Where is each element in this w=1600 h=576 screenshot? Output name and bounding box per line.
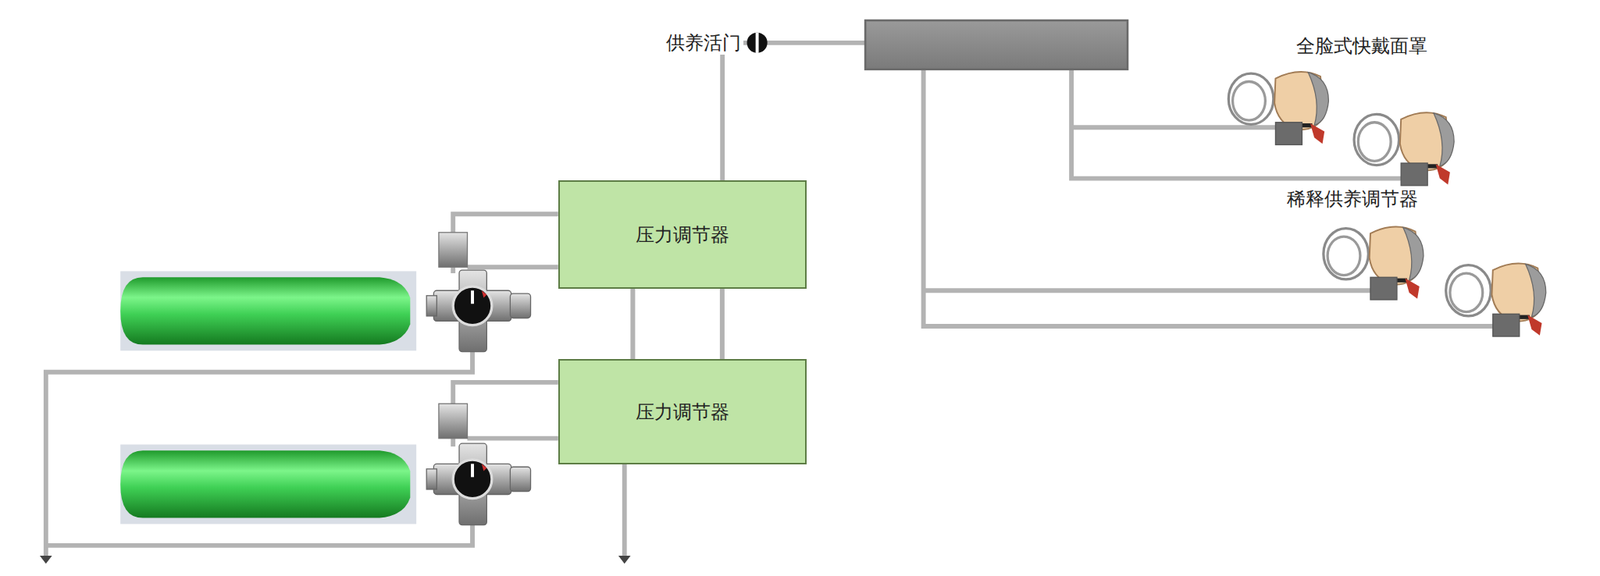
pipe bbox=[622, 463, 628, 556]
regulator-box: 压力调节器 bbox=[558, 359, 807, 465]
pipe bbox=[452, 213, 559, 235]
pipe bbox=[466, 436, 558, 442]
pipe bbox=[466, 264, 558, 270]
pipe bbox=[1071, 69, 1401, 179]
cylinder-ground bbox=[120, 270, 417, 351]
cylinder-body bbox=[120, 450, 410, 518]
port-block bbox=[438, 232, 468, 268]
oxygen-cylinder bbox=[120, 270, 417, 351]
pipe bbox=[923, 288, 1371, 293]
pipe bbox=[722, 42, 749, 181]
regulator-box: 压力调节器 bbox=[558, 180, 807, 289]
pipe-connector bbox=[719, 288, 725, 360]
pipe bbox=[46, 522, 473, 546]
pipe-lines bbox=[46, 42, 1494, 556]
part-label: 全脸式快戴面罩 bbox=[1293, 34, 1430, 59]
pipe bbox=[46, 352, 473, 556]
pipe-end bbox=[618, 555, 631, 564]
pipe bbox=[450, 267, 456, 274]
cylinder-body bbox=[120, 277, 410, 345]
valve-disc bbox=[747, 32, 768, 54]
part-label: 供养活门 bbox=[663, 31, 744, 56]
pipe bbox=[450, 438, 456, 447]
pipe-connector bbox=[630, 288, 635, 360]
pipe bbox=[766, 40, 866, 46]
supply-valve-symbol bbox=[747, 32, 768, 54]
valve-bar bbox=[755, 32, 760, 54]
mask-icon bbox=[1323, 227, 1424, 300]
cylinder-valve bbox=[426, 270, 531, 352]
cylinder-ground bbox=[120, 445, 417, 525]
mask-icon bbox=[1354, 112, 1454, 186]
manifold-box bbox=[865, 20, 1128, 70]
pipe bbox=[923, 69, 1494, 327]
box-label: 压力调节器 bbox=[627, 396, 738, 428]
cylinder-valve bbox=[426, 443, 531, 525]
pipe bbox=[452, 382, 559, 407]
mask-icon bbox=[1446, 263, 1547, 337]
pipe-end bbox=[39, 555, 53, 564]
oxygen-cylinder bbox=[120, 445, 417, 525]
pipe bbox=[1071, 124, 1276, 130]
port-block bbox=[438, 403, 468, 439]
mask-icon bbox=[1228, 71, 1329, 145]
part-label: 稀释供养调节器 bbox=[1284, 187, 1421, 212]
box-label: 压力调节器 bbox=[627, 219, 738, 251]
